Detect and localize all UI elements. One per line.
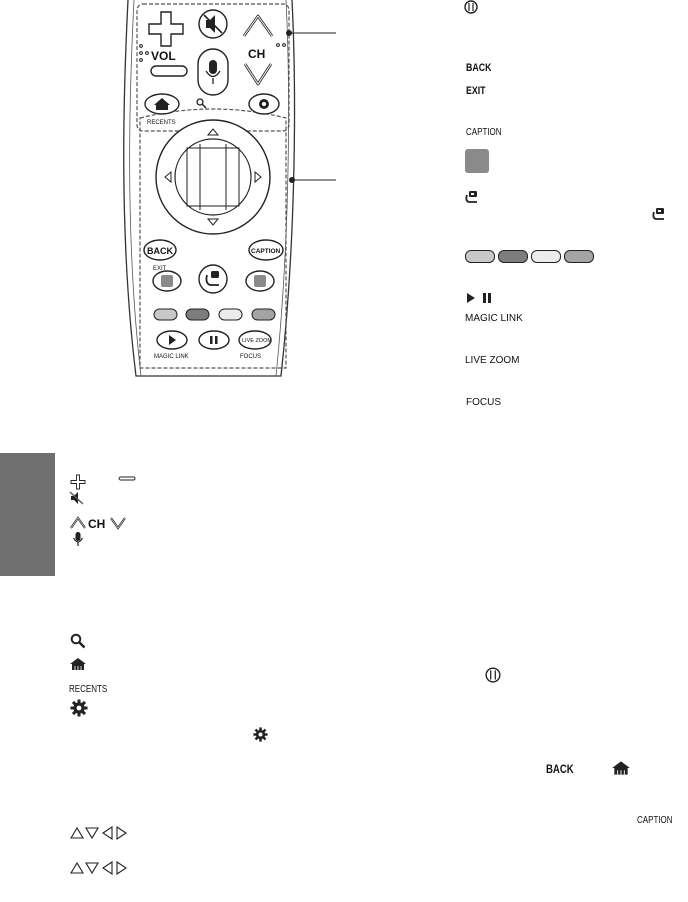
arrows-icon-1 — [70, 826, 127, 840]
green-button[interactable] — [185, 308, 210, 321]
red-button-icon — [465, 250, 495, 263]
vol-plus-button[interactable] — [148, 11, 184, 47]
right-live-zoom-label: LIVE ZOOM — [465, 355, 520, 366]
magic-link-label: MAGIC LINK — [154, 354, 189, 360]
square-button-left[interactable] — [152, 270, 182, 292]
caption-label: CAPTION — [251, 248, 281, 255]
exit-label: EXIT — [153, 266, 167, 272]
ch-down-button[interactable] — [243, 63, 273, 86]
input-button[interactable] — [198, 264, 228, 294]
gear-icon-inline — [253, 727, 268, 742]
live-zoom-button[interactable] — [238, 330, 272, 350]
play-button[interactable] — [156, 330, 188, 350]
power-icon — [464, 0, 478, 14]
mute-button[interactable] — [198, 9, 228, 39]
right-magic-link-label: MAGIC LINK — [465, 313, 523, 324]
red-button[interactable] — [153, 308, 178, 321]
input-icon — [465, 191, 477, 203]
remote-body — [123, 0, 296, 377]
search-small-icon — [196, 98, 207, 109]
blue-button-icon — [564, 250, 594, 263]
minus-icon — [118, 476, 136, 481]
caption-button[interactable] — [248, 239, 284, 261]
right-back-label: BACK — [466, 62, 492, 74]
vol-minus-button[interactable] — [150, 65, 188, 77]
ch-label: CH — [248, 47, 265, 61]
settings-button[interactable] — [248, 93, 280, 115]
chevron-up-icon — [70, 516, 86, 529]
yellow-button[interactable] — [218, 308, 243, 321]
green-button-icon — [498, 250, 528, 263]
square-button-icon — [465, 149, 489, 173]
remote-illustration: VOL CH RECENTS BACK EXIT CAPTION — [123, 0, 336, 377]
back-label: BACK — [147, 246, 173, 256]
pause-button[interactable] — [198, 330, 230, 350]
vol-label: VOL — [151, 49, 176, 63]
focus-label: FOCUS — [240, 354, 261, 360]
inline-back-label: BACK — [546, 762, 574, 776]
section-tab — [0, 453, 55, 576]
play-pause-icon — [467, 293, 491, 303]
input-icon-inline — [652, 208, 664, 220]
dpad[interactable] — [155, 119, 271, 235]
home-icon — [70, 658, 86, 670]
search-icon — [70, 633, 86, 649]
yellow-button-icon — [531, 250, 561, 263]
right-exit-label: EXIT — [466, 85, 486, 97]
mute-icon — [69, 491, 84, 505]
gear-icon — [70, 699, 88, 717]
plus-icon — [70, 474, 86, 490]
chevron-down-icon — [110, 517, 126, 530]
right-focus-label: FOCUS — [466, 397, 501, 408]
home-icon-inline — [612, 761, 630, 775]
arrows-icon-2 — [70, 861, 127, 875]
back-button[interactable] — [143, 239, 177, 261]
square-button-right[interactable] — [245, 270, 275, 292]
left-ch-label: CH — [88, 517, 106, 531]
power-icon-inline — [485, 667, 501, 683]
live-zoom-label: LIVE ZOOM — [242, 338, 272, 344]
home-button[interactable] — [144, 93, 180, 115]
mic-button[interactable] — [197, 48, 229, 96]
inline-caption-label: CAPTION — [637, 815, 673, 826]
blue-button[interactable] — [251, 308, 276, 321]
ch-up-button[interactable] — [242, 14, 274, 37]
color-buttons-row — [465, 250, 595, 263]
right-caption-label: CAPTION — [466, 127, 502, 138]
mic-icon — [72, 532, 84, 546]
lower-button-group-outline — [139, 108, 287, 369]
recents-label: RECENTS — [147, 120, 176, 126]
left-recents-label: RECENTS — [69, 684, 108, 695]
